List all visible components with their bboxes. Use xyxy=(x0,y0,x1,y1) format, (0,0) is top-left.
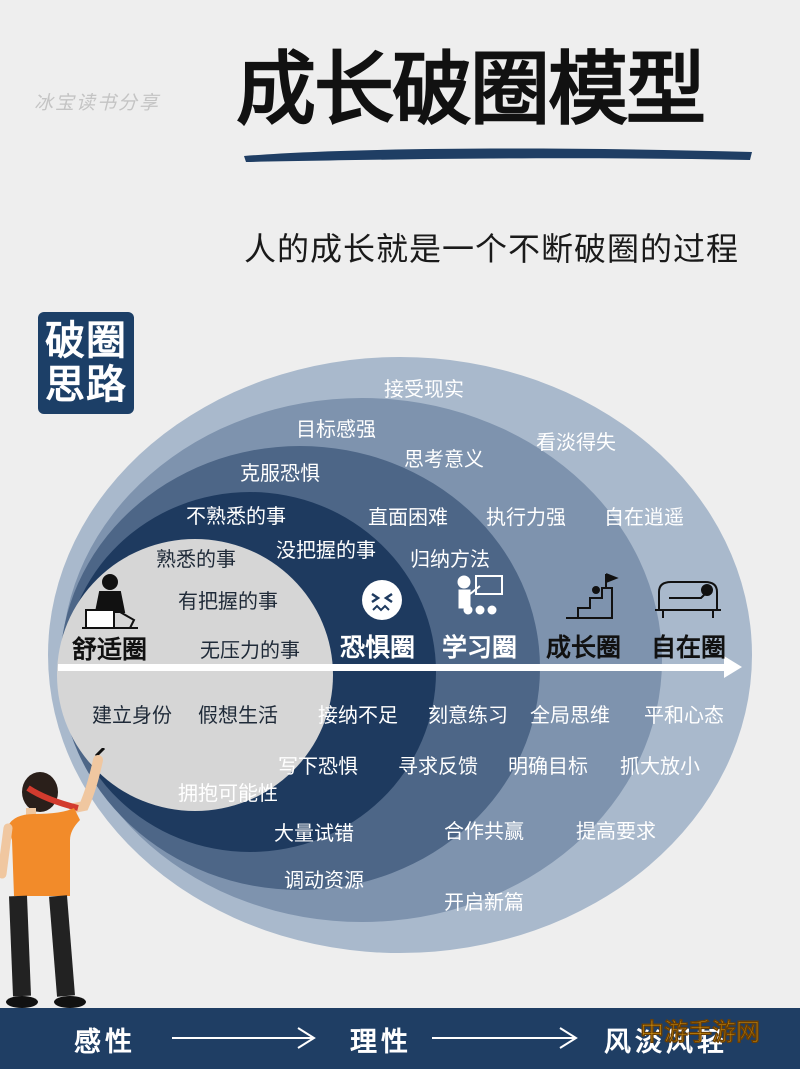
badge-line-1: 破圈 xyxy=(45,318,127,364)
growth-item: 执行力强 xyxy=(486,505,566,529)
comfort-icon xyxy=(82,574,138,629)
learning-item: 目标感强 xyxy=(296,417,376,441)
comfort-circle xyxy=(57,539,333,811)
breakthrough-badge: 破圈 思路 xyxy=(38,312,134,414)
zone-title-learning: 学习圈 xyxy=(442,633,518,662)
free-item: 平和心态 xyxy=(644,703,724,727)
comfort-item: 熟悉的事 xyxy=(156,547,236,571)
fear-item: 写下恐惧 xyxy=(278,754,358,778)
badge-line-2: 思路 xyxy=(45,362,127,408)
fear-item: 接纳不足 xyxy=(318,703,398,727)
growth-item: 明确目标 xyxy=(508,754,588,778)
watermark-text: 冰宝读书分享 xyxy=(34,92,161,114)
subtitle: 人的成长就是一个不断破圈的过程 xyxy=(244,230,740,268)
comfort-item: 假想生活 xyxy=(198,703,278,727)
fear-icon xyxy=(362,580,402,620)
zone-title-growth: 成长圈 xyxy=(546,633,622,662)
page-title: 成长破圈模型 xyxy=(236,43,706,136)
free-item: 提高要求 xyxy=(576,819,656,843)
learning-item: 调动资源 xyxy=(284,868,364,892)
arrow-shaft xyxy=(58,664,726,671)
comfort-item: 不熟悉的事 xyxy=(186,504,286,528)
comfort-item: 有把握的事 xyxy=(178,589,278,613)
footer-arrows xyxy=(172,1027,578,1049)
person-illustration xyxy=(0,748,106,1008)
zone-title-free: 自在圈 xyxy=(651,633,727,662)
free-item: 看淡得失 xyxy=(536,430,616,454)
growth-item: 开启新篇 xyxy=(444,890,524,914)
zone-title-fear: 恐惧圈 xyxy=(340,633,416,662)
learning-item: 寻求反馈 xyxy=(398,754,478,778)
growth-icon xyxy=(566,573,619,619)
arrow-head xyxy=(724,656,742,678)
growth-item: 思考意义 xyxy=(404,447,484,471)
free-item: 接受现实 xyxy=(384,377,464,401)
learning-item: 归纳方法 xyxy=(410,547,490,571)
growth-item: 合作共赢 xyxy=(444,819,524,843)
fear-item: 没把握的事 xyxy=(276,538,376,562)
zone-title-comfort: 舒适圈 xyxy=(72,635,148,664)
fear-item: 克服恐惧 xyxy=(240,461,320,485)
footer-band: 感性 理性 风淡风轻 xyxy=(0,1008,800,1069)
footer-word-emotional: 感性 xyxy=(74,1027,136,1058)
learning-item: 刻意练习 xyxy=(428,703,508,727)
free-item: 抓大放小 xyxy=(620,754,700,778)
footer-word-rational: 理性 xyxy=(350,1027,412,1058)
learning-icon xyxy=(457,575,503,615)
learning-item: 直面困难 xyxy=(368,505,448,529)
growth-item: 全局思维 xyxy=(530,703,610,727)
title-underline xyxy=(244,148,752,162)
free-item: 自在逍遥 xyxy=(604,505,684,529)
corner-logo: 中游手游网 xyxy=(640,1018,761,1047)
learning-item: 大量试错 xyxy=(274,821,354,845)
comfort-item: 建立身份 xyxy=(92,703,172,727)
footer-word-calm: 风淡风轻 xyxy=(604,1027,728,1058)
comfort-item: 无压力的事 xyxy=(200,638,300,662)
fear-item: 拥抱可能性 xyxy=(178,781,278,805)
free-icon xyxy=(655,581,721,618)
